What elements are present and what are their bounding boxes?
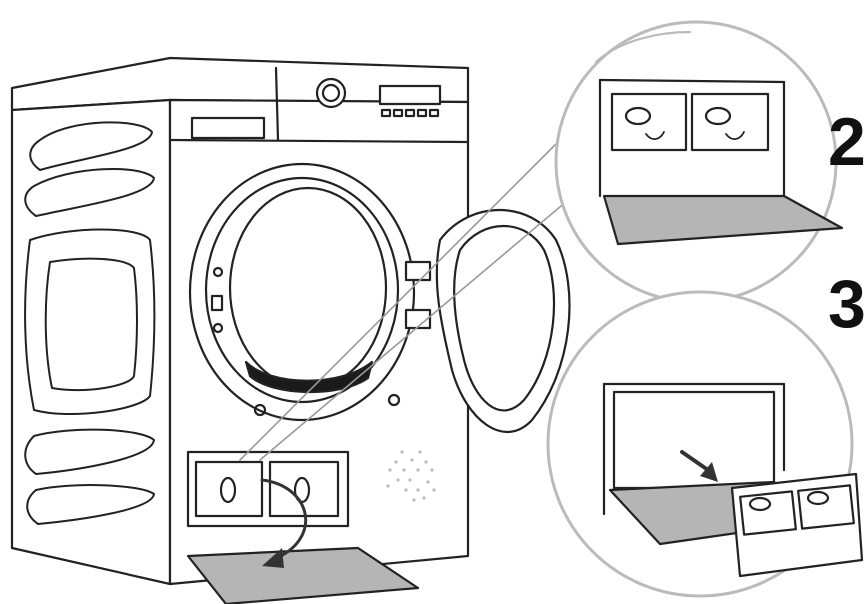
removed-filter: [730, 472, 864, 578]
water-tank-drawer: [190, 116, 266, 140]
zoom1-filter-right: [690, 92, 770, 152]
hatch-flap: [186, 546, 420, 604]
drum-interior-dark: [244, 360, 374, 394]
filter-hatch[interactable]: [186, 450, 350, 528]
zoom1-filter-left: [610, 92, 688, 152]
side-ribs: [24, 121, 156, 525]
open-door: [435, 209, 571, 433]
door-porthole: [188, 162, 432, 422]
open-flap-arrow: [260, 478, 308, 568]
display-panel: [378, 84, 442, 106]
step-number-3: 3: [828, 266, 865, 342]
step-number-2: 2: [828, 104, 865, 180]
vent-grille: [386, 450, 436, 502]
panel-buttons[interactable]: [380, 108, 440, 118]
remove-filter-arrow: [680, 450, 718, 482]
zoom1-flap: [602, 194, 844, 246]
control-panel: [190, 77, 442, 140]
zoom-circle-step-2: [554, 20, 844, 304]
program-knob[interactable]: [315, 77, 347, 109]
leader-lines: [239, 139, 581, 461]
zoom-circle-step-3: [546, 290, 864, 598]
filter-left[interactable]: [194, 460, 264, 518]
filter-left-knob[interactable]: [219, 476, 237, 504]
